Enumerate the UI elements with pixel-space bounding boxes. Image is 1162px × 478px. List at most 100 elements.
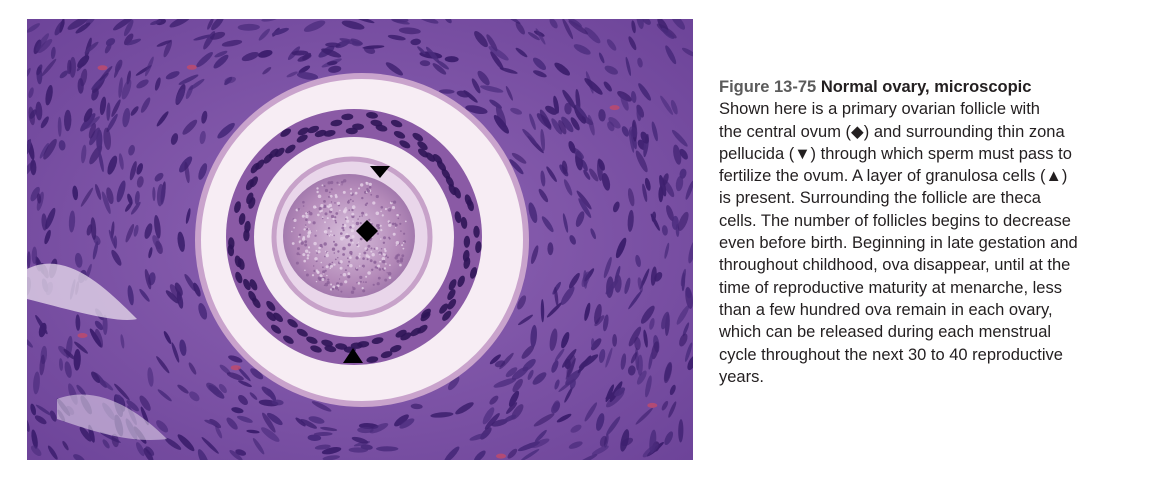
stroma-nucleus: [517, 295, 527, 310]
stroma-nucleus: [551, 360, 559, 373]
granulosa-nucleus: [410, 327, 422, 337]
ovum-granule: [352, 220, 354, 222]
stroma-nucleus: [206, 382, 220, 395]
stroma-nucleus: [43, 138, 57, 160]
ovum-granule: [373, 247, 376, 250]
stroma-nucleus: [540, 129, 546, 152]
stroma-nucleus: [27, 418, 30, 432]
stroma-nucleus: [115, 394, 125, 406]
ovum-granule: [330, 264, 333, 268]
ovum-granule: [328, 235, 331, 237]
ovum-granule: [399, 263, 402, 267]
stroma-nucleus: [86, 224, 93, 236]
stroma-nucleus: [35, 404, 52, 416]
ovum-granule: [295, 261, 299, 265]
stroma-nucleus: [80, 113, 96, 132]
ovum-granule: [372, 201, 376, 205]
ovum-granule: [334, 202, 336, 204]
granulosa-nucleus: [463, 257, 471, 269]
ovum-granule: [386, 256, 389, 259]
ovum-granule: [377, 226, 381, 230]
ovum-granule: [358, 187, 360, 190]
stroma-nucleus: [465, 105, 488, 115]
stroma-nucleus: [679, 333, 688, 347]
stroma-nucleus: [156, 111, 169, 127]
ovum-granule: [348, 209, 351, 211]
stroma-nucleus: [185, 208, 191, 224]
ovum-granule: [305, 224, 307, 226]
stroma-nucleus: [157, 389, 172, 402]
granulosa-nucleus: [314, 129, 327, 138]
stroma-nucleus: [624, 277, 631, 294]
stroma-nucleus: [532, 57, 547, 71]
ovum-granule: [380, 229, 383, 232]
stroma-nucleus: [41, 213, 48, 231]
ovum-granule: [327, 227, 331, 230]
granulosa-nucleus: [335, 343, 348, 350]
stroma-nucleus: [627, 188, 635, 207]
ovum-granule: [307, 246, 311, 249]
stroma-nucleus: [322, 455, 341, 460]
ovum-granule: [397, 217, 400, 220]
stroma-nucleus: [156, 356, 170, 374]
ovum-granule: [321, 184, 324, 187]
caption-line: Shown here is a primary ovarian follicle…: [719, 100, 1040, 119]
stroma-nucleus: [598, 109, 606, 122]
stroma-nucleus: [150, 19, 162, 26]
stroma-nucleus: [444, 446, 460, 460]
stroma-nucleus: [687, 355, 693, 371]
ovum-granule: [399, 222, 402, 225]
stroma-nucleus: [599, 435, 607, 447]
stroma-nucleus: [506, 402, 518, 414]
stroma-nucleus: [47, 445, 58, 460]
ovum-granule: [337, 289, 340, 291]
stroma-nucleus: [410, 403, 423, 410]
stroma-nucleus: [64, 361, 72, 378]
stroma-nucleus: [620, 353, 627, 370]
ovum-granule: [359, 275, 363, 279]
ovum-granule: [369, 259, 373, 263]
ovum-granule: [357, 241, 359, 243]
stroma-nucleus: [363, 46, 376, 54]
granulosa-nucleus: [395, 329, 407, 338]
ovum-granule: [357, 218, 359, 220]
stroma-nucleus: [663, 179, 675, 198]
ovum-granule: [297, 208, 301, 211]
stroma-nucleus: [507, 448, 518, 459]
stroma-nucleus: [50, 46, 56, 60]
ovum-granule: [311, 274, 315, 277]
ovum-granule: [336, 181, 339, 184]
stroma-nucleus: [59, 70, 69, 79]
stroma-nucleus: [578, 198, 592, 219]
ovum-granule: [328, 191, 331, 194]
stroma-nucleus: [154, 214, 161, 239]
stroma-nucleus: [163, 331, 172, 344]
stroma-nucleus: [140, 406, 149, 426]
stroma-nucleus: [568, 441, 583, 449]
ovum-granule: [383, 248, 386, 251]
ovum-granule: [330, 214, 335, 219]
ovum-granule: [395, 244, 397, 246]
caption-heading: Figure 13-75 Normal ovary, microscopic: [719, 76, 1149, 98]
stroma-nucleus: [99, 65, 113, 81]
stroma-nucleus: [271, 399, 284, 406]
ovum-granule: [315, 249, 318, 252]
stroma-nucleus: [681, 47, 693, 57]
stroma-nucleus: [226, 372, 244, 381]
ovum-granule: [322, 217, 324, 220]
stroma-nucleus: [678, 419, 684, 443]
stroma-nucleus: [637, 57, 643, 68]
stroma-nucleus: [85, 116, 100, 129]
stroma-nucleus: [565, 369, 581, 386]
granulosa-nucleus: [266, 311, 276, 322]
stroma-nucleus: [237, 23, 260, 31]
stroma-nucleus: [505, 367, 518, 378]
stroma-nucleus: [311, 401, 332, 412]
stroma-nucleus: [607, 121, 615, 132]
stroma-nucleus: [533, 413, 555, 427]
ovum-granule: [391, 201, 393, 203]
stroma-nucleus: [218, 383, 227, 394]
stroma-nucleus: [509, 159, 524, 175]
ovum-granule: [355, 256, 359, 260]
granulosa-nucleus: [463, 235, 471, 248]
